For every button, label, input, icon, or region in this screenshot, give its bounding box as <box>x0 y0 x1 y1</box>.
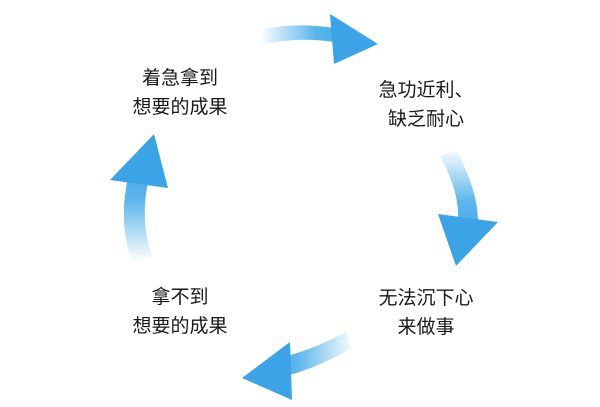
arrow-right-down <box>438 150 498 266</box>
node-bottom-left-line-1: 拿不到 <box>151 286 209 308</box>
arrow-left-up <box>110 134 168 262</box>
node-top-right-line-1: 急功近利、 <box>378 79 474 101</box>
node-top-left: 着急拿到 想要的成果 <box>100 64 260 122</box>
arrow-top-right <box>258 14 378 64</box>
node-top-right: 急功近利、 缺乏耐心 <box>346 76 506 134</box>
node-bottom-left-line-2: 想要的成果 <box>132 315 228 337</box>
node-bottom-right-line-1: 无法沉下心 <box>378 287 474 309</box>
arrow-bottom-left <box>242 332 352 400</box>
node-top-left-line-2: 想要的成果 <box>132 96 228 118</box>
node-bottom-left: 拿不到 想要的成果 <box>100 283 260 341</box>
node-top-right-line-2: 缺乏耐心 <box>387 108 464 130</box>
node-top-left-line-1: 着急拿到 <box>141 67 218 89</box>
node-bottom-right: 无法沉下心 来做事 <box>346 284 506 342</box>
node-bottom-right-line-2: 来做事 <box>397 316 455 338</box>
